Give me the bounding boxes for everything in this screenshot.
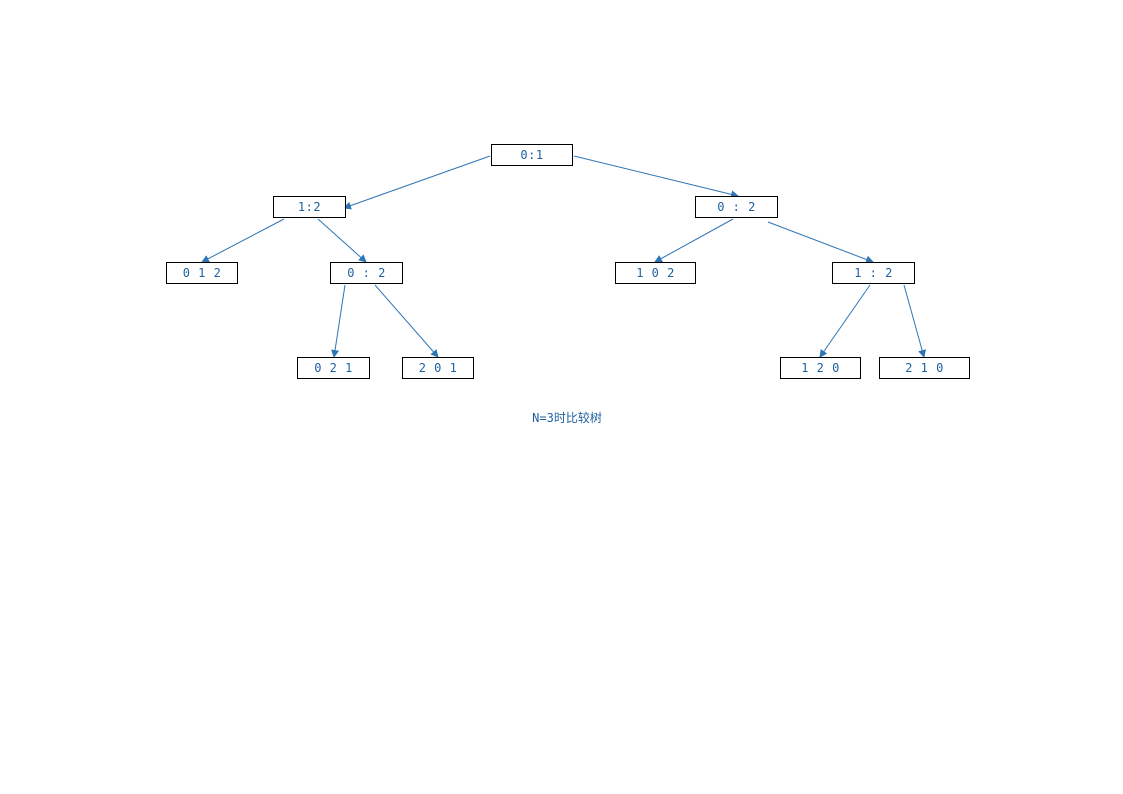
edge-l1-lr [317,218,367,263]
node-0-2-right: 0 : 2 [695,196,778,218]
edge-root-r1 [573,155,739,199]
node-1-2-right: 1 : 2 [832,262,915,284]
edge-rr-rrr [903,284,926,358]
leaf-0-2-1: 0 2 1 [297,357,370,379]
leaf-2-1-0: 2 1 0 [879,357,970,379]
edge-root-l1 [343,155,491,210]
node-1-2: 1:2 [273,196,346,218]
diagram-caption: N=3时比较树 [532,411,602,425]
edge-l1-ll [201,218,285,263]
leaf-1-0-2: 1 0 2 [615,262,696,284]
edge-lr-lrr [374,284,439,358]
node-root-0-1: 0:1 [491,144,573,166]
leaf-0-1-2: 0 1 2 [166,262,238,284]
leaf-1-2-0: 1 2 0 [780,357,861,379]
leaf-2-0-1: 2 0 1 [402,357,474,379]
node-0-2-left: 0 : 2 [330,262,403,284]
edge-rr-rrl [819,284,871,358]
edge-r1-rl [654,218,734,263]
edge-lr-lrl [331,284,346,358]
edge-r1-rr [767,221,874,264]
